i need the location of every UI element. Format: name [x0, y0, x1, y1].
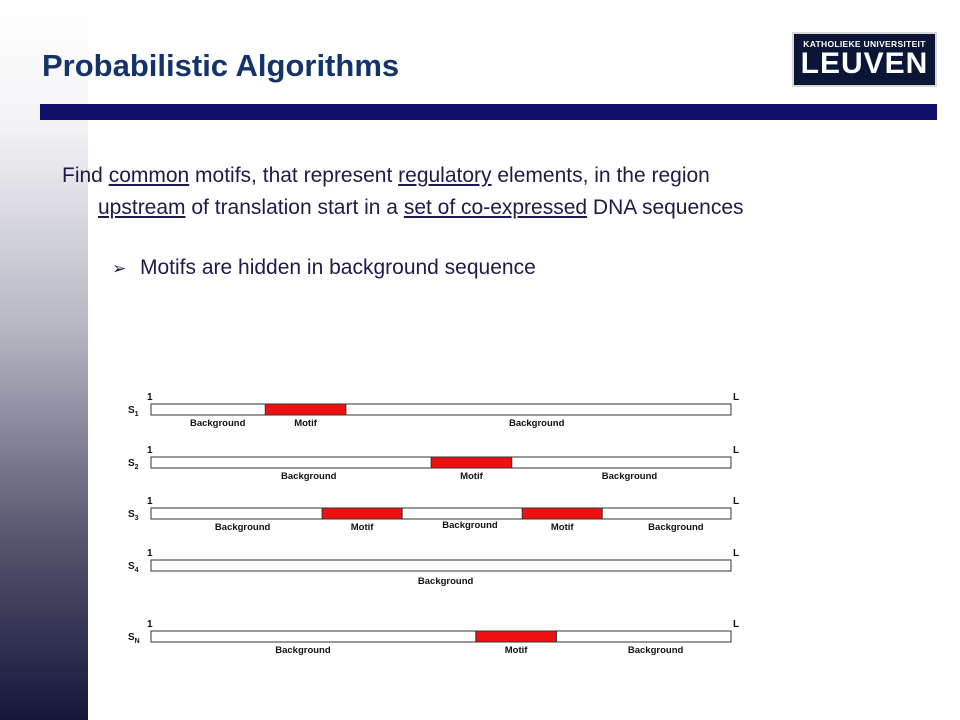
side-gradient [0, 0, 88, 720]
background-label: Background [648, 522, 704, 533]
motif-label: Motif [294, 418, 318, 429]
text-run: DNA sequences [587, 196, 744, 219]
logo-small-text: KATHOLIEKE UNIVERSITEIT [803, 39, 926, 49]
sequence-bar [150, 403, 732, 416]
motif-label: Motif [351, 522, 375, 533]
background-label: Background [418, 576, 474, 587]
underlined-term: set of co-expressed [403, 196, 588, 219]
sequence-name: S3 [128, 509, 139, 522]
intro-paragraph: Find common motifs, that represent regul… [62, 160, 932, 224]
background-label: Background [509, 418, 565, 429]
motif-label: Motif [551, 522, 575, 533]
bullet-text: Motifs are hidden in background sequence [140, 256, 536, 279]
text-run: of translation start in a [185, 196, 404, 219]
arrow-bullet-icon: ➢ [112, 259, 127, 278]
sequence-bar [150, 559, 732, 572]
motif-block [475, 630, 557, 643]
background-label: Background [215, 522, 271, 533]
motif-label: Motif [505, 645, 529, 656]
sequence-start-label: 1 [147, 392, 153, 403]
motif-label: Motif [460, 471, 484, 482]
paragraph-line-2: upstream of translation start in a set o… [62, 192, 932, 224]
university-logo: KATHOLIEKE UNIVERSITEIT LEUVEN [792, 32, 937, 87]
sequence-bar [150, 507, 732, 520]
bullet-item: ➢ Motifs are hidden in background sequenc… [112, 256, 536, 280]
underlined-term: common [108, 164, 190, 187]
slide-title: Probabilistic Algorithms [42, 48, 400, 83]
background-label: Background [628, 645, 684, 656]
sequence-end-label: L [733, 548, 739, 559]
background-label: Background [190, 418, 246, 429]
motif-block [264, 403, 347, 416]
sequence-name: SN [128, 632, 140, 645]
underlined-term: upstream [98, 196, 186, 219]
text-run: motifs, that represent [189, 164, 399, 187]
sequence-bar [150, 630, 732, 643]
motif-block [521, 507, 603, 520]
sequence-start-label: 1 [147, 496, 153, 507]
sequence-name: S4 [128, 561, 139, 574]
sequence-start-label: 1 [147, 619, 153, 630]
sequence-name: S1 [128, 405, 139, 418]
sequence-start-label: 1 [147, 548, 153, 559]
background-label: Background [442, 520, 498, 531]
background-label: Background [275, 645, 331, 656]
background-label: Background [602, 471, 658, 482]
sequence-end-label: L [733, 445, 739, 456]
sequence-end-label: L [733, 392, 739, 403]
logo-big-text: LEUVEN [800, 47, 929, 80]
sequence-end-label: L [733, 619, 739, 630]
motif-block [430, 456, 513, 469]
text-run: elements, in the region [491, 164, 710, 187]
motif-block [321, 507, 403, 520]
text-run: Find [62, 164, 109, 187]
background-label: Background [281, 471, 337, 482]
title-bar [40, 104, 937, 120]
sequence-start-label: 1 [147, 445, 153, 456]
sequence-end-label: L [733, 496, 739, 507]
underlined-term: regulatory [398, 164, 492, 187]
sequence-name: S2 [128, 458, 139, 471]
